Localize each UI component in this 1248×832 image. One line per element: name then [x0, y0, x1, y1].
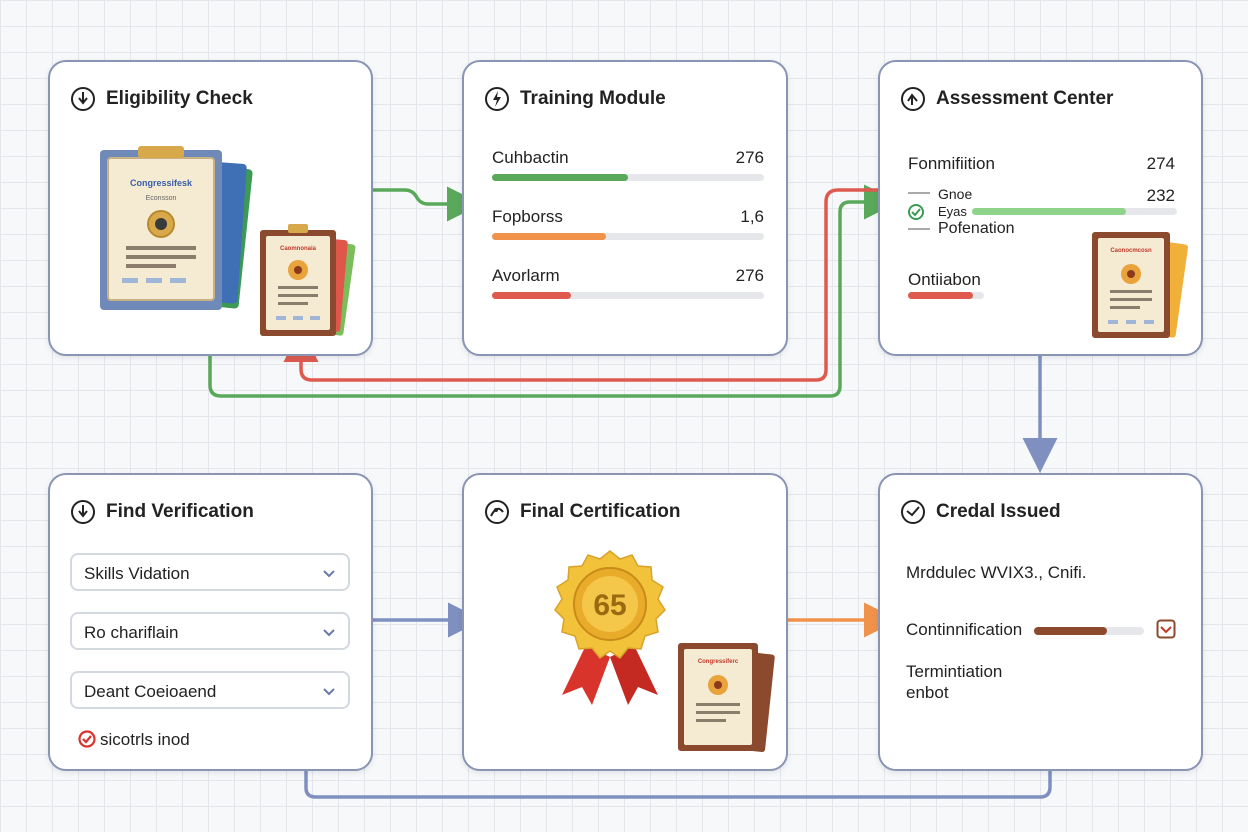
- verification-title: Find Verification: [106, 501, 254, 522]
- chevron-down-icon: [323, 688, 335, 696]
- lightning-icon: [485, 87, 509, 111]
- doc-subtitle-text: Econsson: [146, 195, 177, 202]
- credential-issued-card[interactable]: Credal Issued Mrddulec WVIX3., Cnifi. Co…: [878, 473, 1203, 771]
- final-certification-header: Final Certification: [484, 499, 680, 525]
- final-certification-card[interactable]: Final Certification 65 Congressiferc: [462, 473, 788, 771]
- connector-green-to-assessment: [208, 184, 899, 398]
- assessment-row2-label: Gnoe: [938, 186, 973, 202]
- assessment-row3-label: Eyas: [938, 204, 967, 219]
- training-row-label: Fopborss: [492, 207, 563, 226]
- eligibility-check-title: Eligibility Check: [106, 88, 253, 109]
- credential-line1: Mrddulec WVIX3., Cnifi.: [906, 563, 1087, 582]
- dash-line: [908, 228, 930, 230]
- doc-title-text: Congressifesk: [130, 178, 193, 188]
- eligibility-check-header: Eligibility Check: [70, 86, 253, 112]
- step-icon: [71, 500, 95, 524]
- dropdown-value: Ro chariflain: [84, 623, 179, 642]
- progress-track: [492, 292, 764, 299]
- badge-title-text: Caomnonaia: [280, 246, 317, 252]
- seal-number: 65: [593, 589, 626, 622]
- certificate-card-icon: Congressiferc: [678, 643, 775, 752]
- assessment-center-card[interactable]: Assessment Center Fonmifiition 274 Gnoe …: [878, 60, 1203, 356]
- progress-track: [972, 208, 1177, 215]
- assessment-center-header: Assessment Center: [900, 86, 1113, 112]
- dash-line: [908, 192, 930, 194]
- assessment-row1-value: 274: [1146, 154, 1175, 173]
- award-seal-icon: 65: [554, 550, 666, 705]
- chevron-down-icon: [323, 629, 335, 637]
- training-row-value: 276: [735, 148, 764, 167]
- requirement-dropdown[interactable]: Ro chariflain: [70, 612, 350, 650]
- credential-issued-header: Credal Issued: [900, 499, 1061, 525]
- verification-status: sicotrls inod: [100, 730, 190, 749]
- progress-fill: [1034, 627, 1107, 635]
- verification-header: Find Verification: [70, 499, 254, 525]
- credential-dropdown[interactable]: Deant Coeioaend: [70, 671, 350, 709]
- assessment-row5-label: Ontiiabon: [908, 270, 981, 289]
- badge-card-icon: Caomnonaia: [260, 224, 356, 336]
- badge-title-text: Caonocmcosn: [1110, 248, 1152, 254]
- connector-blue-bottom-loop: [304, 768, 1052, 799]
- step-icon: [901, 87, 925, 111]
- assessment-center-title: Assessment Center: [936, 88, 1114, 109]
- step-icon: [71, 87, 95, 111]
- progress-track: [492, 233, 764, 240]
- credential-line3: enbot: [906, 683, 949, 702]
- final-certification-title: Final Certification: [520, 501, 681, 522]
- credential-bar-label: Continnification: [906, 620, 1023, 639]
- assessment-row2-value: 232: [1146, 186, 1175, 205]
- verification-card[interactable]: Find Verification Skills Vidation Ro cha…: [48, 473, 373, 771]
- step-icon: [901, 500, 925, 524]
- certificate-document-icon: Congressifesk Econsson: [100, 146, 253, 310]
- skills-dropdown[interactable]: Skills Vidation: [70, 553, 350, 591]
- progress-fill: [492, 233, 607, 240]
- step-icon: [485, 500, 509, 524]
- connector-red-from-assessment: [283, 188, 893, 382]
- progress-fill: [492, 292, 571, 299]
- training-module-card[interactable]: Training Module Cuhbactin 276 Fopborss 1…: [462, 60, 788, 356]
- progress-track: [492, 174, 764, 181]
- status-check-icon: [78, 730, 96, 748]
- chevron-down-icon: [323, 570, 335, 578]
- progress-track: [1034, 627, 1144, 635]
- progress-fill: [908, 292, 973, 299]
- training-row-label: Cuhbactin: [492, 148, 569, 167]
- training-row-value: 276: [735, 266, 764, 285]
- check-circle-icon: [908, 204, 924, 220]
- training-row-value: 1,6: [740, 207, 764, 226]
- progress-fill: [492, 174, 628, 181]
- doc-title-text: Congressiferc: [698, 659, 739, 665]
- dropdown-value: Skills Vidation: [84, 564, 190, 583]
- dropdown-toggle-icon[interactable]: [1156, 619, 1176, 639]
- eligibility-check-card[interactable]: Eligibility Check Congressifesk Econsson…: [48, 60, 373, 356]
- dropdown-value: Deant Coeioaend: [84, 682, 217, 701]
- progress-track: [908, 292, 984, 299]
- badge-card-icon: Caonocmcosn: [1092, 232, 1188, 338]
- training-module-title: Training Module: [520, 88, 666, 109]
- assessment-row1-label: Fonmifiition: [908, 154, 995, 173]
- training-row-label: Avorlarm: [492, 266, 560, 285]
- training-module-header: Training Module: [484, 86, 666, 112]
- credential-issued-title: Credal Issued: [936, 501, 1061, 522]
- assessment-row4-label: Pofenation: [938, 220, 1015, 237]
- progress-fill: [972, 208, 1126, 215]
- credential-line2: Termintiation: [906, 662, 1003, 681]
